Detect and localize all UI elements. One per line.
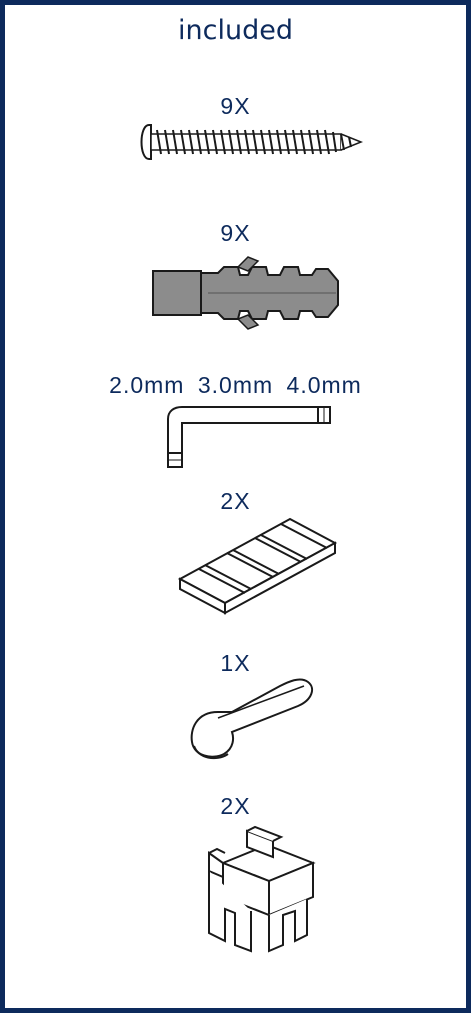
hex-key-size: 3.0mm [197,372,274,398]
hex-key-icon [160,405,340,475]
wall-plug-quantity: 9X [220,220,251,246]
hex-key-size: 2.0mm [109,372,185,398]
screw-quantity: 9X [220,93,251,119]
screw-icon [135,117,365,167]
corner-spacer-icon [195,823,320,953]
spacer-quantity: 2X [220,793,251,819]
shim-wedge-icon [175,513,340,615]
hex-key-size: 4.0mm [286,372,362,398]
spanner-tool-icon [188,678,323,763]
spanner-quantity: 1X [220,650,251,676]
wall-plug-icon [148,255,348,335]
panel-title: included [178,15,293,46]
hex-key-sizes: 2.0mm 3.0mm 4.0mm [5,372,466,399]
shim-quantity: 2X [220,488,251,514]
